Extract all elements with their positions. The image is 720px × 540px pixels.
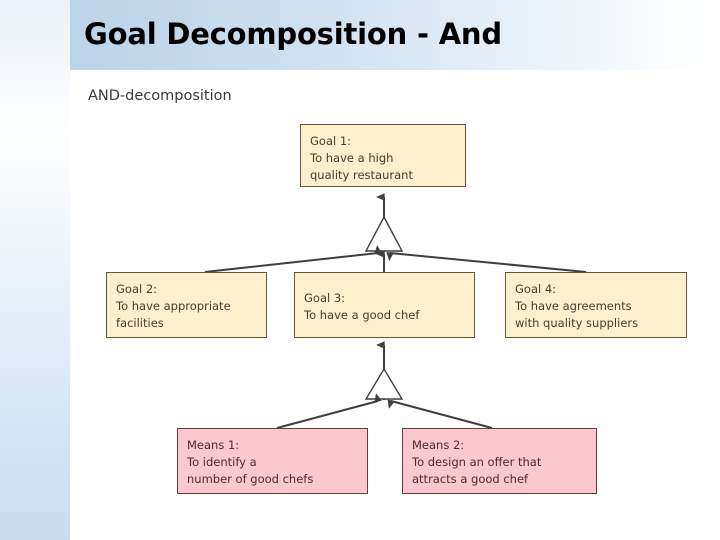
slide-left-accent-band — [0, 0, 70, 540]
node-goal-3[interactable]: Goal 3: To have a good chef — [294, 272, 475, 338]
edge-means1-to-junction2 — [276, 393, 382, 429]
and-junction-1-triangle — [364, 215, 404, 252]
edge-goal4-to-junction1 — [386, 252, 587, 273]
slide-header-band — [70, 0, 720, 70]
edge-goal2-to-junction1 — [204, 245, 382, 273]
node-goal-4[interactable]: Goal 4: To have agreements with quality … — [505, 272, 687, 338]
node-goal-2[interactable]: Goal 2: To have appropriate facilities — [106, 272, 267, 338]
node-goal-1[interactable]: Goal 1: To have a high quality restauran… — [300, 124, 466, 187]
slide-subtitle: AND-decomposition — [88, 88, 232, 104]
node-means-1[interactable]: Means 1: To identify a number of good ch… — [177, 428, 368, 494]
node-means-2[interactable]: Means 2: To design an offer that attract… — [402, 428, 597, 494]
edge-means2-to-junction2 — [387, 399, 493, 429]
page-title: Goal Decomposition - And — [84, 17, 502, 51]
and-junction-2-triangle — [364, 367, 404, 400]
